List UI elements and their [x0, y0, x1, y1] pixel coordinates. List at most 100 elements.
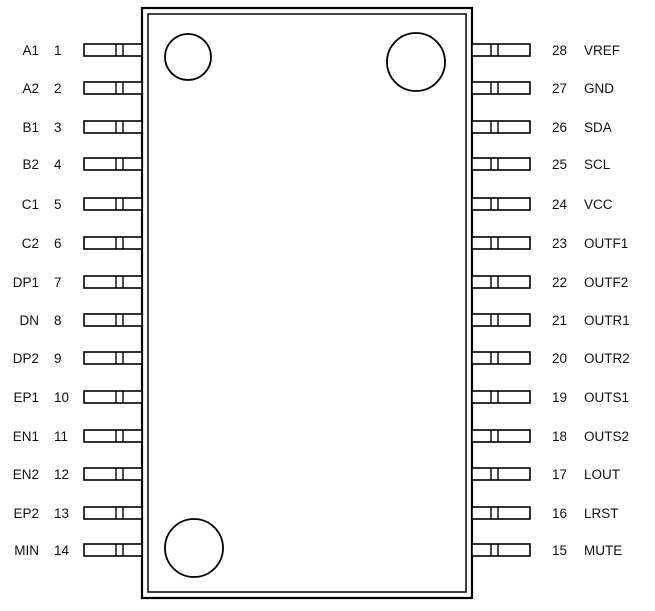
pin-name-label: SDA	[584, 120, 612, 135]
pin-number-label: 27	[552, 81, 567, 96]
pin-number-label: 3	[54, 120, 62, 135]
pin-lead	[83, 43, 143, 57]
pin-name-label: DN	[20, 313, 40, 328]
pin-lead	[471, 120, 531, 134]
pin-number-label: 19	[552, 390, 567, 405]
pin-lead	[471, 429, 531, 443]
pin-lead	[471, 275, 531, 289]
pin-name-label: OUTS1	[584, 390, 629, 405]
pin-17: 17 LOUT	[471, 467, 620, 482]
marker-circle-top-left	[164, 33, 212, 81]
marker-circle-bottom-left	[164, 518, 224, 578]
pin-10: EP1 10	[13, 390, 143, 405]
pin-28: 28 VREF	[471, 43, 620, 58]
marker-circle-top-right	[386, 32, 446, 92]
pin-number-label: 16	[552, 506, 567, 521]
pin-lead	[83, 275, 143, 289]
pin-name-label: SCL	[584, 157, 611, 172]
pin-name-label: VREF	[584, 43, 620, 58]
pin-name-label: B2	[22, 157, 39, 172]
pin-number-label: 8	[54, 313, 62, 328]
chip-body-outer	[140, 6, 474, 600]
pin-name-label: DP1	[13, 275, 39, 290]
pin-name-label: MIN	[14, 543, 39, 558]
pin-lead	[471, 506, 531, 520]
pin-lead	[471, 467, 531, 481]
pin-14: MIN 14	[14, 543, 143, 558]
pin-number-label: 6	[54, 236, 62, 251]
pin-lead	[471, 543, 531, 557]
pin-lead	[83, 197, 143, 211]
pin-name-label: LOUT	[584, 467, 620, 482]
pin-name-label: OUTR2	[584, 351, 630, 366]
pin-lead	[471, 390, 531, 404]
pin-number-label: 18	[552, 429, 567, 444]
pin-number-label: 26	[552, 120, 567, 135]
pin-13: EP2 13	[13, 506, 143, 521]
pin-20: 20 OUTR2	[471, 351, 630, 366]
pin-number-label: 1	[54, 43, 62, 58]
pin-lead	[471, 236, 531, 250]
pin-number-label: 2	[54, 81, 62, 96]
pin-name-label: GND	[584, 81, 614, 96]
pin-number-label: 23	[552, 236, 567, 251]
pin-lead	[83, 351, 143, 365]
chip-package	[140, 6, 474, 600]
pin-lead	[83, 390, 143, 404]
pin-name-label: LRST	[584, 506, 619, 521]
pin-name-label: EN1	[13, 429, 39, 444]
pin-number-label: 9	[54, 351, 62, 366]
pin-lead	[471, 351, 531, 365]
pin-number-label: 4	[54, 157, 62, 172]
pin-18: 18 OUTS2	[471, 429, 629, 444]
pin-lead	[83, 467, 143, 481]
pin-lead	[83, 81, 143, 95]
pin-lead	[471, 197, 531, 211]
pin-name-label: VCC	[584, 197, 613, 212]
pin-number-label: 14	[54, 543, 70, 558]
pin-name-label: A2	[22, 81, 39, 96]
chip-body-inner	[147, 13, 467, 593]
pin-name-label: OUTS2	[584, 429, 629, 444]
pin-4: B2 4	[22, 157, 143, 172]
pin-number-label: 21	[552, 313, 567, 328]
pin-lead	[471, 313, 531, 327]
pin-name-label: EP1	[13, 390, 39, 405]
pin-8: DN 8	[20, 313, 143, 328]
pin-number-label: 15	[552, 543, 567, 558]
pin-number-label: 20	[552, 351, 567, 366]
pin-number-label: 10	[54, 390, 69, 405]
pin-number-label: 17	[552, 467, 567, 482]
pin-lead	[471, 81, 531, 95]
pin-name-label: C1	[22, 197, 39, 212]
pin-number-label: 7	[54, 275, 62, 290]
pin-lead	[83, 236, 143, 250]
pin-lead	[83, 120, 143, 134]
pin-name-label: C2	[22, 236, 39, 251]
pin-27: 27 GND	[471, 81, 614, 96]
pin-1: A1 1	[22, 43, 143, 58]
pin-name-label: EP2	[13, 506, 39, 521]
pin-lead	[83, 313, 143, 327]
pin-7: DP1 7	[13, 275, 143, 290]
pin-19: 19 OUTS1	[471, 390, 629, 405]
pin-number-label: 13	[54, 506, 69, 521]
pin-lead	[471, 43, 531, 57]
pin-name-label: A1	[22, 43, 39, 58]
pin-2: A2 2	[22, 81, 143, 96]
pin-number-label: 28	[552, 43, 567, 58]
pin-name-label: EN2	[13, 467, 39, 482]
